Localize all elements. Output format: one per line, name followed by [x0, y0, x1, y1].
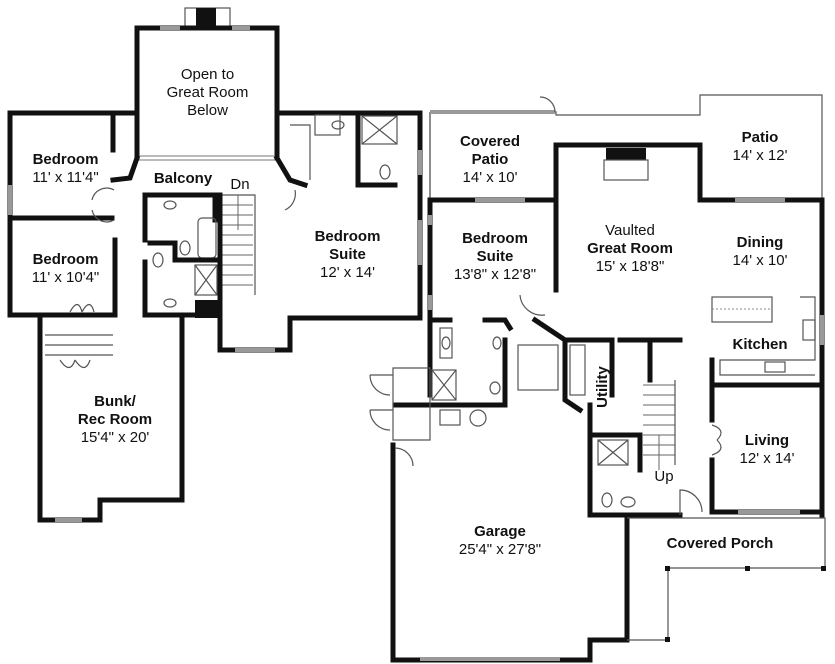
- room-dimensions: 15' x 18'8": [595, 258, 665, 275]
- stair-label-down: Dn: [226, 176, 254, 194]
- stair-text: Up: [654, 468, 674, 485]
- room-label-dining: Dining 14' x 10': [715, 234, 805, 270]
- room-name: Dining: [736, 234, 784, 251]
- room-name: Utility: [594, 366, 611, 408]
- room-name: Bedroom: [314, 228, 381, 245]
- main-floor-walls: [369, 94, 826, 663]
- room-name: Bedroom: [32, 151, 99, 168]
- room-name: Balcony: [153, 170, 213, 187]
- stair-label-up: Up: [650, 468, 678, 486]
- room-dimensions: 14' x 12': [732, 147, 788, 164]
- room-name: Covered Porch: [666, 535, 774, 552]
- room-name: Great Room: [587, 240, 673, 257]
- room-label-garage: Garage 25'4" x 27'8": [440, 523, 560, 559]
- room-label-living: Living 12' x 14': [722, 432, 812, 468]
- room-label-bedroom-1: Bedroom 11' x 11'4": [18, 151, 113, 187]
- room-name: Suite: [329, 246, 366, 263]
- room-label-covered-porch: Covered Porch: [650, 535, 790, 553]
- room-label-covered-patio: Covered Patio 14' x 10': [445, 133, 535, 187]
- room-name: Patio: [741, 129, 779, 146]
- room-name: Vaulted: [605, 222, 655, 239]
- room-dimensions: 14' x 10': [732, 252, 788, 269]
- room-label-bedroom-2: Bedroom 11' x 10'4": [18, 251, 113, 287]
- room-name: Rec Room: [77, 411, 153, 428]
- room-label-utility: Utility: [594, 352, 612, 422]
- room-dimensions: 15'4" x 20': [80, 429, 150, 446]
- room-label-vaulted-great-room: Vaulted Great Room 15' x 18'8": [570, 222, 690, 276]
- room-dimensions: 12' x 14': [320, 264, 375, 281]
- room-label-open-to-great-room: Open to Great Room Below: [150, 66, 265, 120]
- room-name: Garage: [474, 523, 526, 540]
- room-label-patio: Patio 14' x 12': [715, 129, 805, 165]
- room-dimensions: 13'8" x 12'8": [453, 266, 537, 283]
- room-name: Covered: [459, 133, 521, 150]
- room-name: Kitchen: [732, 336, 788, 353]
- room-name: Bedroom: [462, 230, 528, 247]
- room-dimensions: 12' x 14': [739, 450, 795, 467]
- room-name: Bedroom: [32, 251, 99, 268]
- upper-floor-walls: [7, 7, 423, 523]
- room-text: Open to: [180, 66, 235, 83]
- room-dimensions: 11' x 11'4": [32, 169, 99, 186]
- room-name: Patio: [471, 151, 509, 168]
- room-name: Living: [744, 432, 790, 449]
- room-name: Bunk/: [94, 393, 136, 410]
- room-label-upper-bedroom-suite: Bedroom Suite 12' x 14': [300, 228, 395, 282]
- room-dimensions: 11' x 10'4": [31, 269, 100, 286]
- room-dimensions: 14' x 10': [462, 169, 518, 186]
- room-label-main-bedroom-suite: Bedroom Suite 13'8" x 12'8": [440, 230, 550, 284]
- room-name: Suite: [476, 248, 514, 265]
- room-label-bunk-rec-room: Bunk/ Rec Room 15'4" x 20': [60, 393, 170, 447]
- room-text: Below: [187, 102, 228, 119]
- room-label-balcony: Balcony: [148, 170, 218, 188]
- stair-text: Dn: [230, 176, 250, 193]
- room-label-kitchen: Kitchen: [715, 336, 805, 354]
- room-dimensions: 25'4" x 27'8": [458, 541, 542, 558]
- room-text: Great Room: [166, 84, 249, 101]
